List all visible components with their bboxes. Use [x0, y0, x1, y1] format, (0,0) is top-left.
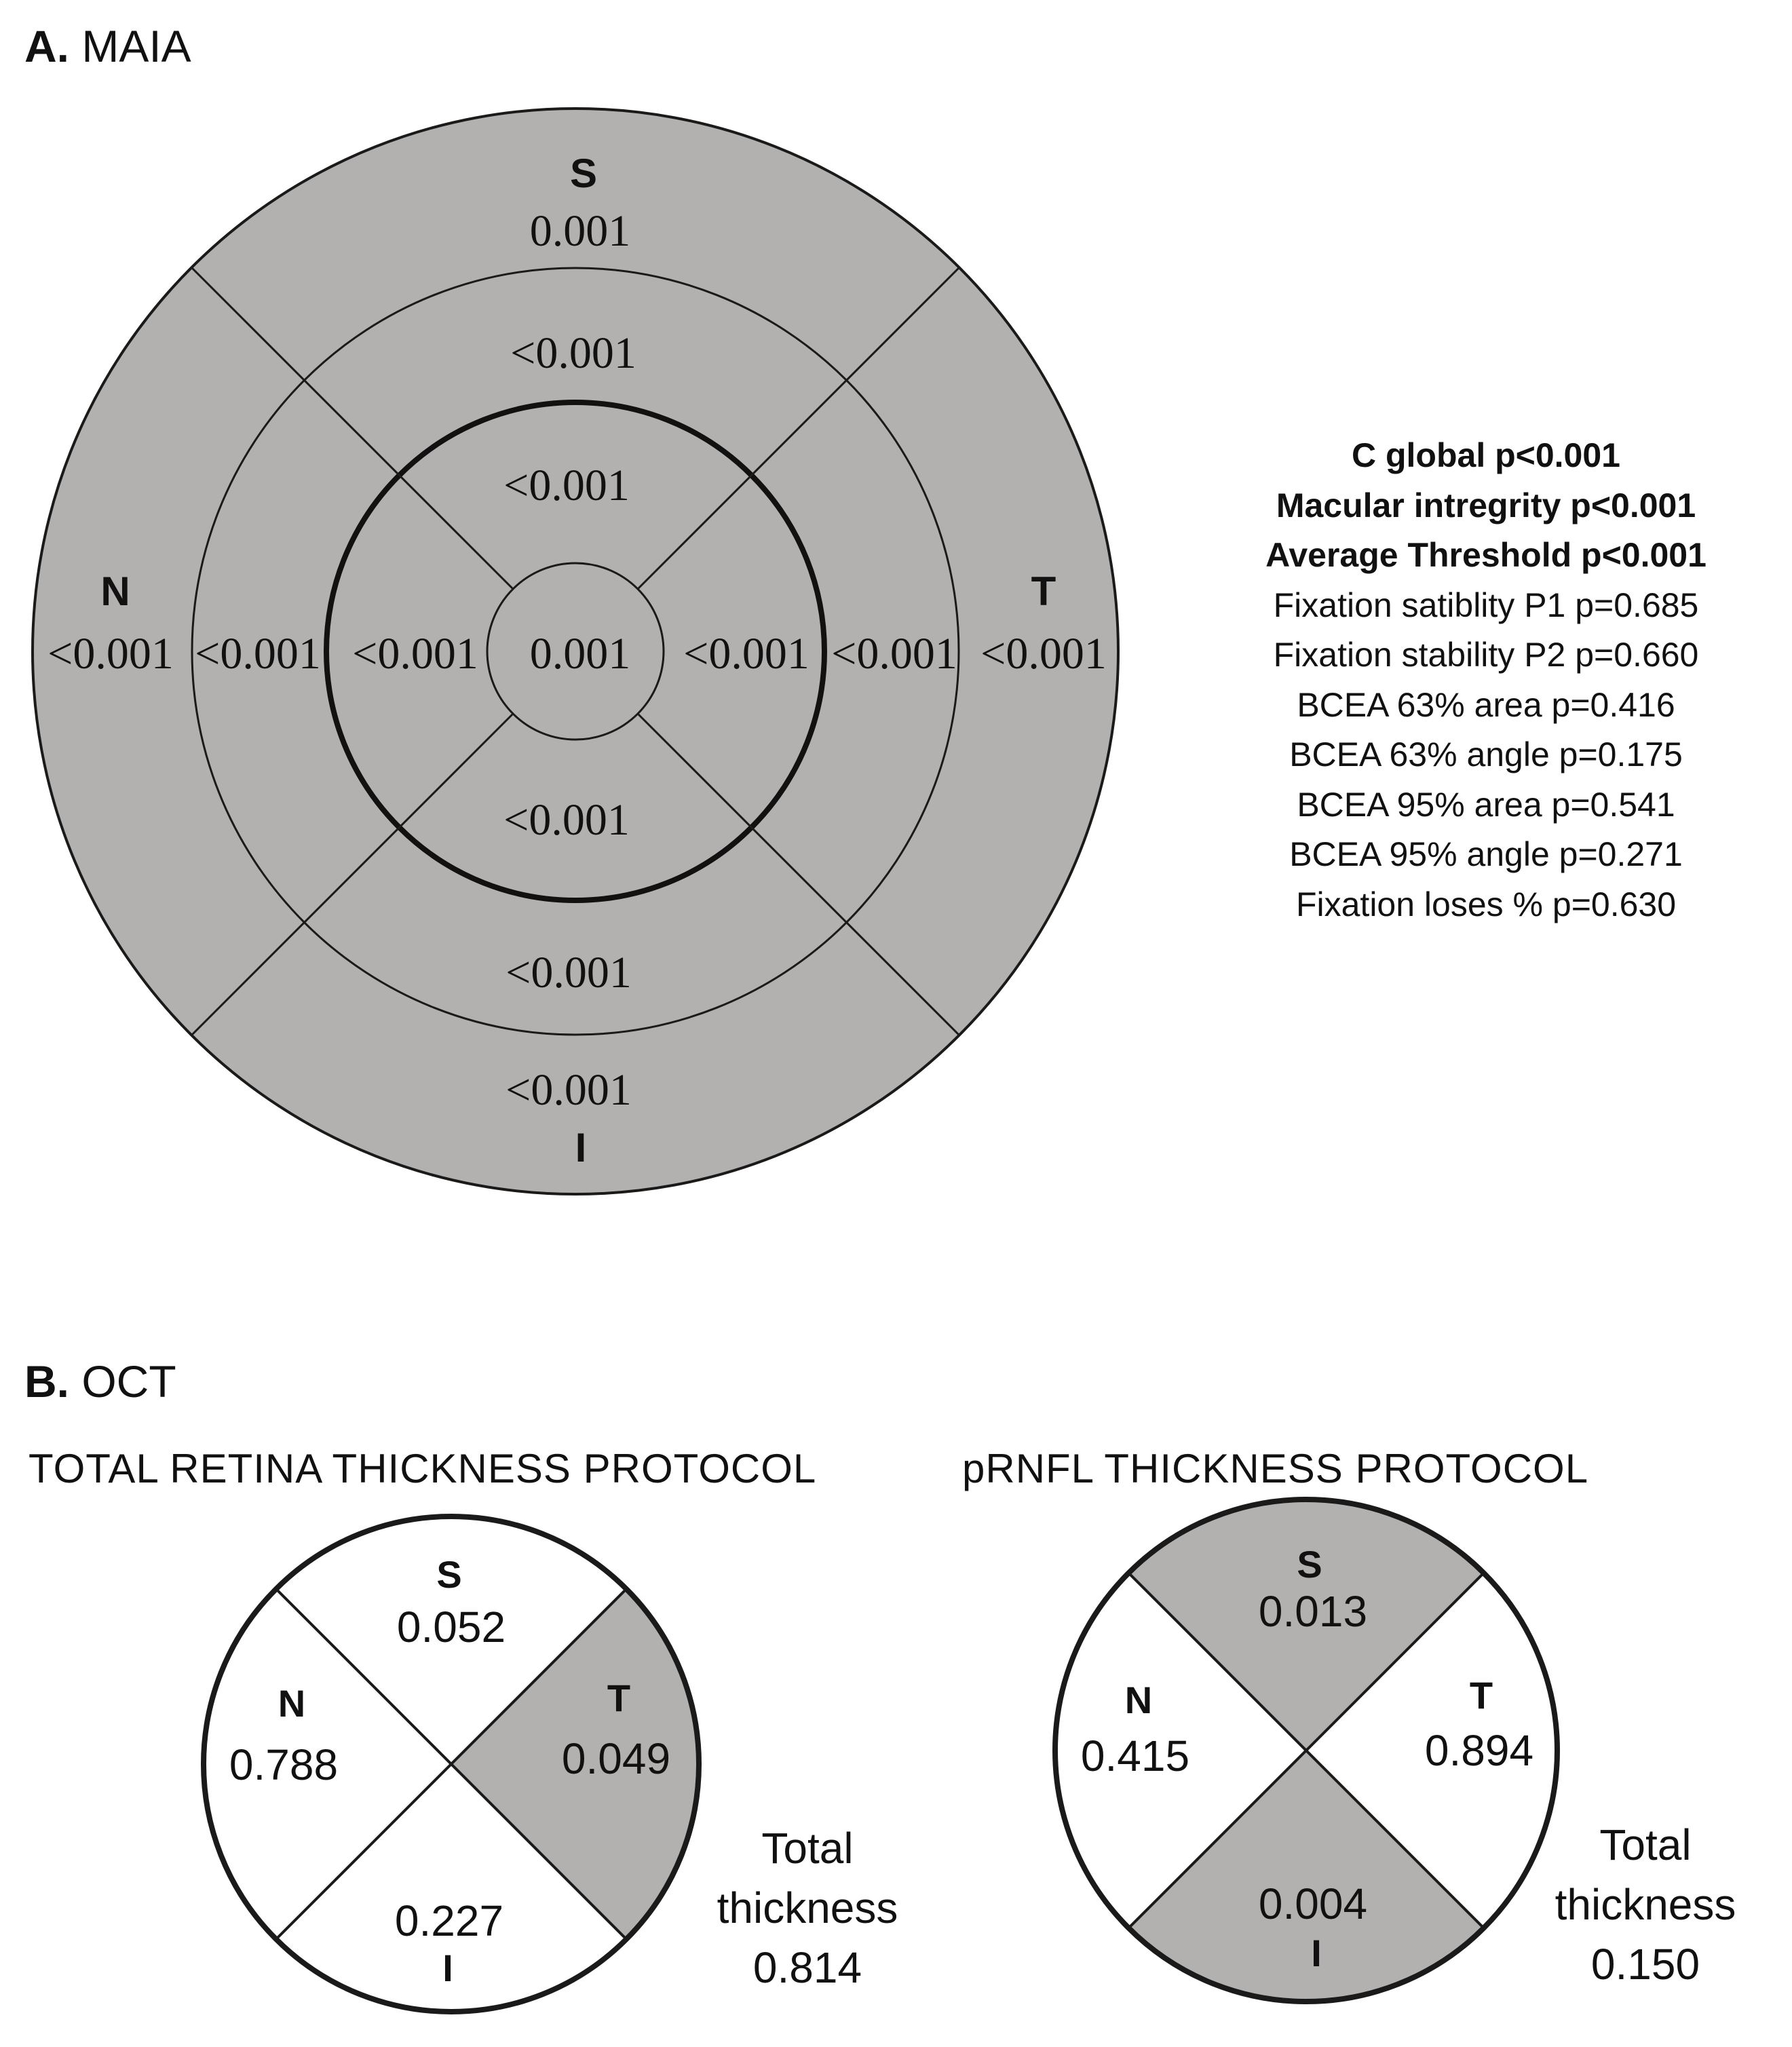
total-retina-n-value: 0.788 — [229, 1740, 338, 1789]
maia-stat-line: Fixation satiblity P1 p=0.685 — [1273, 586, 1699, 624]
maia-value-outer-superior: 0.001 — [530, 206, 631, 256]
prnfl-s-label: S — [1297, 1543, 1322, 1586]
total-retina-total-label-2: thickness — [717, 1883, 898, 1932]
total-retina-divider-2 — [275, 1588, 628, 1940]
prnfl-t-label: T — [1470, 1674, 1493, 1717]
prnfl-title: pRNFL THICKNESS PROTOCOL — [962, 1446, 1589, 1491]
maia-sector-line-ne — [636, 266, 961, 590]
maia-value-outer-temporal: <0.001 — [980, 629, 1107, 678]
maia-value-center: 0.001 — [530, 629, 631, 678]
maia-stat-line: Average Threshold p<0.001 — [1265, 536, 1707, 574]
maia-value-middle-nasal: <0.001 — [195, 629, 321, 678]
maia-label-i: I — [575, 1125, 587, 1170]
total-retina-s-label: S — [436, 1553, 461, 1596]
prnfl-n-label: N — [1125, 1679, 1152, 1721]
maia-value-inner-temporal: <0.001 — [683, 629, 809, 678]
maia-stat-line: C global p<0.001 — [1352, 436, 1620, 474]
maia-stat-line: BCEA 63% angle p=0.175 — [1289, 735, 1683, 773]
prnfl-superior-sector — [1128, 1499, 1484, 1751]
maia-sector-line-se — [636, 712, 961, 1037]
prnfl-t-value: 0.894 — [1425, 1726, 1533, 1775]
maia-stat-line: BCEA 95% area p=0.541 — [1297, 785, 1675, 824]
prnfl-total-label-2: thickness — [1555, 1880, 1736, 1929]
prnfl-divider-2 — [1127, 1571, 1485, 1930]
total-retina-labels: S 0.052 N 0.788 T 0.049 0.227 I — [229, 1553, 670, 1989]
prnfl-total-value: 0.150 — [1590, 1940, 1700, 1989]
maia-sector-lines — [190, 266, 961, 1037]
prnfl-diagram: S 0.013 N 0.415 T 0.894 0.004 I — [1052, 1497, 1560, 2004]
maia-value-inner-nasal: <0.001 — [352, 629, 478, 678]
maia-value-outer-inferior: <0.001 — [506, 1065, 632, 1115]
prnfl-n-value: 0.415 — [1081, 1732, 1189, 1780]
maia-value-inner-superior: <0.001 — [503, 461, 630, 510]
maia-stat-line: BCEA 95% angle p=0.271 — [1289, 835, 1683, 873]
prnfl-i-value: 0.004 — [1259, 1879, 1367, 1928]
panel-a-heading: A. MAIA — [24, 20, 191, 72]
total-retina-t-value: 0.049 — [562, 1734, 670, 1783]
total-retina-total-value: 0.814 — [752, 1943, 862, 1992]
total-retina-n-label: N — [278, 1682, 305, 1725]
total-retina-total-thickness: Total thickness 0.814 — [695, 1818, 919, 1997]
maia-stats-list: C global p<0.001 Macular intregrity p<0.… — [1221, 431, 1751, 930]
panel-b-heading: B. OCT — [24, 1356, 176, 1407]
maia-label-n: N — [100, 569, 130, 614]
prnfl-s-value: 0.013 — [1259, 1587, 1367, 1636]
maia-middle-ring — [191, 267, 960, 1036]
prnfl-total-label-1: Total — [1599, 1820, 1692, 1869]
panel-b-letter: B. — [24, 1356, 69, 1407]
prnfl-labels: S 0.013 N 0.415 T 0.894 0.004 I — [1081, 1543, 1533, 1974]
panel-a-letter: A. — [24, 21, 69, 71]
total-retina-total-label-1: Total — [761, 1824, 854, 1873]
oct-diagrams: S 0.052 N 0.788 T 0.049 0.227 I S 0.013 … — [201, 1497, 1560, 2014]
total-retina-s-value: 0.052 — [397, 1603, 506, 1651]
maia-value-middle-inferior: <0.001 — [506, 948, 632, 997]
maia-diagram: S N T I 0.001 <0.001 <0.001 0.001 <0.001… — [31, 107, 1120, 1195]
total-retina-i-label: I — [442, 1947, 453, 1989]
maia-stat-line: BCEA 63% area p=0.416 — [1297, 685, 1675, 724]
prnfl-total-thickness: Total thickness 0.150 — [1533, 1815, 1757, 1994]
panel-b-title: OCT — [81, 1356, 176, 1407]
total-retina-t-label: T — [607, 1677, 630, 1719]
total-retina-diagram: S 0.052 N 0.788 T 0.049 0.227 I — [201, 1514, 702, 2014]
maia-inner-ring — [324, 400, 827, 903]
maia-label-t: T — [1031, 569, 1056, 614]
prnfl-i-label: I — [1311, 1932, 1322, 1974]
total-retina-outline — [201, 1514, 702, 2014]
prnfl-outline — [1052, 1497, 1560, 2004]
maia-center-ring — [486, 562, 665, 741]
total-retina-i-value: 0.227 — [395, 1896, 503, 1945]
maia-stat-line: Fixation stability P2 p=0.660 — [1273, 636, 1699, 674]
maia-stat-line: Fixation loses % p=0.630 — [1295, 885, 1677, 923]
maia-sector-line-sw — [190, 712, 514, 1037]
maia-value-inner-inferior: <0.001 — [503, 795, 630, 845]
total-retina-title: TOTAL RETINA THICKNESS PROTOCOL — [28, 1446, 817, 1491]
maia-stat-line: Macular intregrity p<0.001 — [1276, 486, 1696, 524]
maia-value-middle-temporal: <0.001 — [831, 629, 957, 678]
maia-value-middle-superior: <0.001 — [510, 328, 636, 378]
maia-sector-line-nw — [190, 266, 514, 590]
panel-a-title: MAIA — [81, 21, 191, 71]
total-retina-temporal-sector — [451, 1588, 700, 1940]
maia-values: 0.001 <0.001 <0.001 0.001 <0.001 <0.001 … — [47, 206, 1107, 1115]
maia-sector-labels: S N T I — [100, 151, 1056, 1170]
prnfl-inferior-sector — [1128, 1751, 1484, 2002]
maia-label-s: S — [570, 151, 597, 196]
maia-value-outer-nasal: <0.001 — [47, 629, 174, 678]
